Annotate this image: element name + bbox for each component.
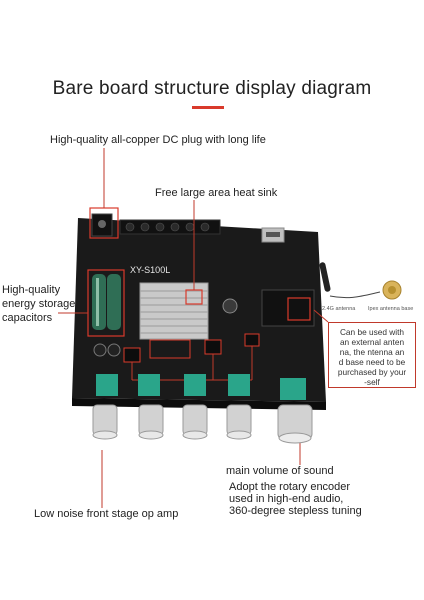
- label-heat-sink: Free large area heat sink: [155, 187, 278, 199]
- electrolytic-capacitor: [222, 298, 238, 314]
- label-capacitors-line-3: capacitors: [2, 312, 53, 324]
- label-op-amp: Low noise front stage op amp: [34, 508, 179, 520]
- label-capacitors-line-2: energy storage: [2, 298, 76, 310]
- knob-face: [278, 432, 312, 444]
- antenna-2g4: [319, 262, 331, 292]
- capacitor-right: [107, 274, 121, 330]
- pot-body: [138, 374, 160, 396]
- antenna-note-box: Can be used with an external anten na, t…: [328, 322, 416, 388]
- ipex-antenna-base-center: [388, 286, 396, 294]
- label-antenna-2g4: 2.4G antenna: [322, 306, 356, 312]
- knob-face: [182, 430, 208, 440]
- antenna-cable: [329, 291, 381, 299]
- op-amp-highlight: [149, 339, 191, 359]
- pot-body: [228, 374, 250, 396]
- usb-port-slot: [266, 232, 280, 237]
- antenna-note-line-1: Can be used with: [339, 327, 405, 337]
- antenna-note-line-2: an external anten: [339, 337, 405, 347]
- knob-face: [226, 430, 252, 440]
- label-antenna-base: Ipex antenna base: [368, 306, 414, 312]
- diagram-title: Bare board structure display diagram: [52, 78, 372, 99]
- capacitor-stripe: [96, 278, 99, 326]
- op-amp-chip: [204, 339, 222, 355]
- capacitor-highlight: [87, 269, 125, 337]
- antenna-note-line-6: -self: [364, 377, 380, 387]
- knob-face: [92, 430, 118, 440]
- antenna-note-line-4: d base need to be: [338, 357, 406, 367]
- op-amp-chip: [244, 333, 260, 347]
- board-label: XY-S100L: [130, 265, 170, 275]
- pcb-edge: [72, 398, 326, 410]
- label-main-volume: main volume of sound: [226, 465, 334, 477]
- encoder-body: [280, 378, 306, 400]
- terminal-screw: [170, 222, 180, 232]
- antenna-note-line-3: na, the ntenna an: [339, 347, 405, 357]
- op-amp-chip: [123, 347, 141, 363]
- label-encoder-line-1: Adopt the rotary encoder: [229, 481, 351, 493]
- small-capacitor: [107, 343, 121, 357]
- terminal-screw: [125, 222, 135, 232]
- label-encoder: Adopt the rotary encoder used in high-en…: [229, 481, 362, 517]
- knob-face: [138, 430, 164, 440]
- heat-sink: [139, 282, 209, 340]
- antenna-note-line-5: purchased by your: [337, 367, 407, 377]
- callout-antenna-line: [313, 309, 329, 323]
- terminal-screw: [200, 222, 210, 232]
- label-dc-plug: High-quality all-copper DC plug with lon…: [50, 134, 266, 146]
- pot-body: [184, 374, 206, 396]
- dc-jack-pin: [98, 220, 106, 228]
- label-encoder-line-2: used in high-end audio,: [229, 493, 344, 505]
- label-encoder-line-3: 360-degree stepless tuning: [229, 505, 362, 517]
- terminal-screw: [140, 222, 150, 232]
- terminal-screw: [185, 222, 195, 232]
- small-capacitor: [93, 343, 107, 357]
- label-capacitors-line-1: High-quality: [2, 284, 61, 296]
- antenna-socket-highlight: [287, 297, 311, 321]
- pot-body: [96, 374, 118, 396]
- terminal-screw: [155, 222, 165, 232]
- title-underline: [192, 106, 224, 109]
- label-capacitors: High-quality energy storage capacitors: [2, 283, 75, 325]
